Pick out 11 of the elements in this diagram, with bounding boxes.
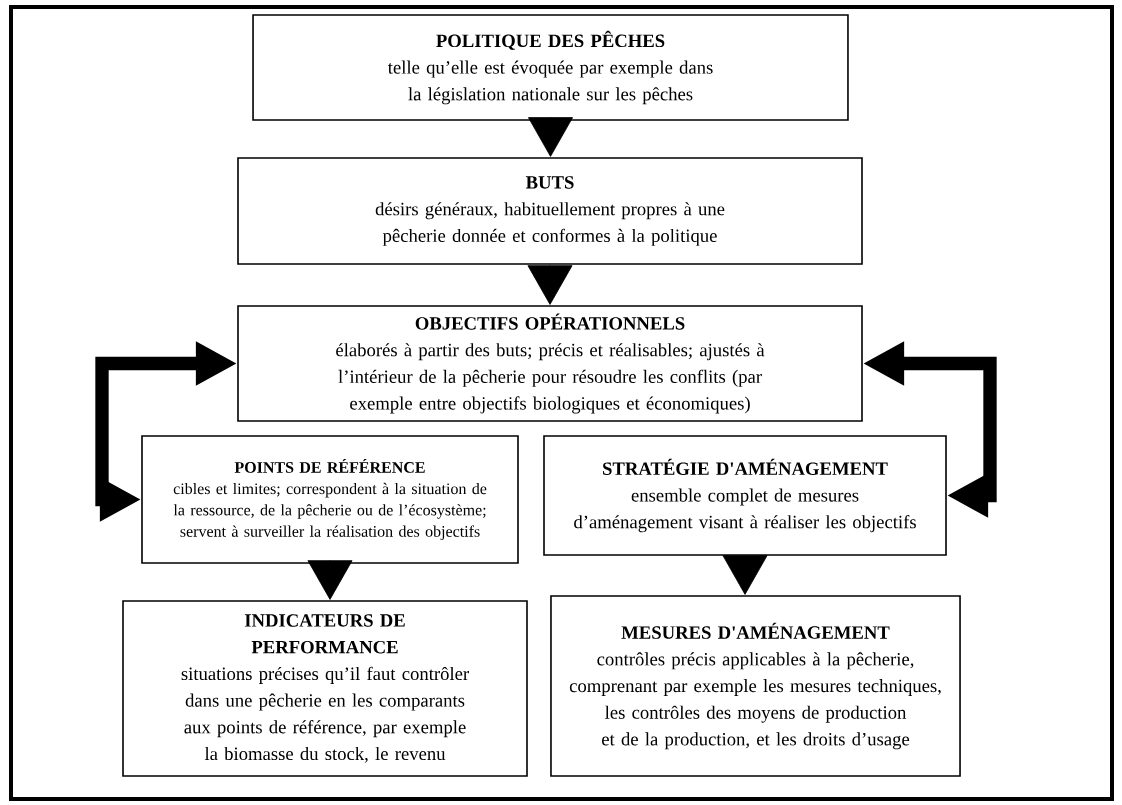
- process-box: INDICATEURS DE PERFORMANCE situations précises qu’il faut contrôler dans une pêcherie en les comparants aux points de référence, par exemple la biomasse du stock, le revenu: [122, 600, 528, 777]
- process-box: STRATÉGIE D'AMÉNAGEMENT ensemble complet de mesures d’aménagement visant à réaliser les objectifs: [543, 435, 947, 556]
- arrow: [528, 117, 573, 157]
- arrow: [307, 560, 353, 600]
- process-box: OBJECTIFS OPÉRATIONNELS élaborés à partir des buts; précis et réalisables; ajustés à l’intérieur de la pêcherie pour résoudre les conflits (par exemple entre objectifs biologiques et économiques): [237, 305, 863, 422]
- arrow: [722, 555, 768, 595]
- process-box: POLITIQUE DES PÊCHES telle qu’elle est évoquée par exemple dans la législation nationale sur les pêches: [252, 14, 849, 121]
- process-box: BUTS désirs généraux, habituellement propres à une pêcherie donnée et conformes à la politique: [237, 157, 863, 265]
- arrow: [527, 264, 573, 305]
- process-box: POINTS DE RÉFÉRENCE cibles et limites; correspondent à la situation de la ressource, de la pêcherie ou de l’écosystème; servent à surveiller la réalisation des objectifs: [141, 435, 519, 564]
- process-box: MESURES D'AMÉNAGEMENT contrôles précis applicables à la pêcherie, comprenant par exemple les mesures techniques, les contrôles des moyens de production et de la production, et les droits d’usage: [550, 595, 961, 777]
